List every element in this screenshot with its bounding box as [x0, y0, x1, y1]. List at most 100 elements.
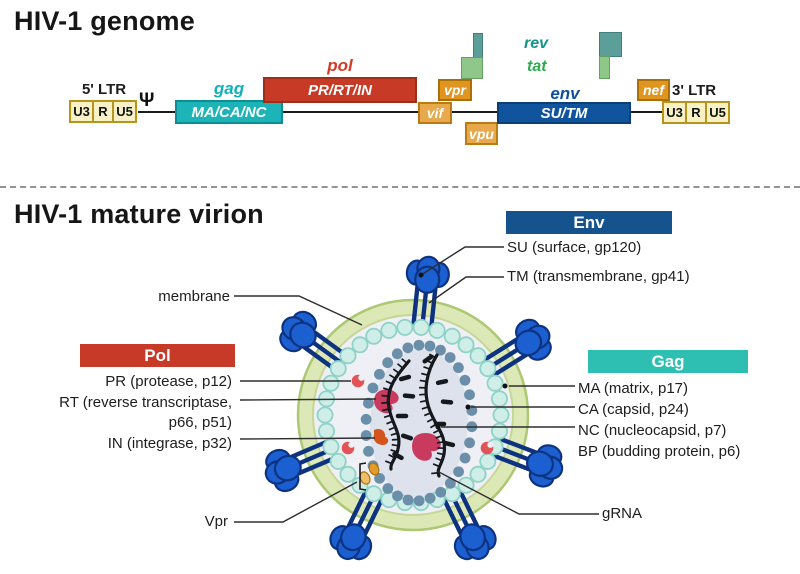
ma-bead	[491, 422, 509, 440]
grna-tick	[381, 394, 389, 398]
grna-tick	[432, 463, 440, 468]
ma-bead	[479, 452, 497, 470]
env-badge: Env	[506, 211, 672, 234]
pr-protease-label: PR (protease, p12)	[105, 373, 232, 390]
ma-bead	[469, 465, 487, 483]
ca-bead	[453, 362, 464, 374]
leader-dot	[465, 404, 471, 410]
ca-bead	[402, 494, 414, 506]
ca-bead	[391, 348, 403, 360]
su-leader	[420, 246, 504, 276]
spike-head-lobe	[289, 321, 317, 349]
in-integrase-label: IN (integrase, p32)	[107, 434, 232, 452]
ca-bead	[392, 490, 403, 502]
grna-label: gRNA	[602, 505, 643, 522]
spike-stem	[411, 284, 420, 329]
grna-tick	[423, 365, 431, 370]
grna-tick	[390, 432, 398, 436]
vpu-gene-box: vpu	[465, 122, 498, 145]
grna-tick	[391, 443, 399, 447]
ma-matrix-label: MA (matrix, p17)	[578, 380, 689, 397]
spike-stem	[496, 435, 538, 455]
ca-bead	[360, 413, 372, 425]
ca-bead	[459, 452, 471, 464]
ca-bead	[424, 340, 436, 352]
ma-bead	[329, 360, 347, 378]
grna-leader	[436, 470, 599, 515]
spike-stem	[296, 455, 338, 476]
ma-bead	[329, 452, 347, 470]
vpr-gene-box: vpr	[438, 79, 472, 101]
ma-bead	[365, 327, 383, 345]
three-ltr-u3-box: U3	[662, 101, 687, 124]
nc-dash	[435, 378, 449, 386]
tm-leader	[428, 276, 504, 304]
grna-tick	[431, 471, 439, 475]
membrane-leader	[234, 295, 363, 326]
grna-tick	[386, 420, 394, 425]
grna-tick	[419, 399, 428, 403]
grna-tick	[382, 387, 391, 391]
spike-head-lobe	[514, 329, 543, 357]
ca-bead	[374, 368, 385, 380]
nc-dash	[400, 433, 414, 441]
spike-stem	[428, 286, 438, 331]
ma-bead	[365, 485, 383, 503]
nc-dash	[392, 451, 404, 461]
env-gene-box: SU/TM	[497, 102, 631, 124]
su-surface-label: SU (surface, gp120)	[507, 239, 642, 256]
section-divider	[0, 186, 800, 188]
rt-leader	[239, 398, 377, 401]
spike-stem	[441, 495, 464, 537]
ma-bead	[322, 374, 340, 392]
ca-bead	[435, 344, 446, 356]
bp-budding-label: BP (budding protein, p6)	[578, 443, 741, 460]
spike-head-lobe	[459, 523, 486, 552]
grna-tick	[432, 429, 440, 434]
spike-stem	[457, 487, 480, 529]
vpr-leader	[234, 481, 358, 523]
spike-head-lobe	[340, 523, 367, 552]
three-ltr-label: 3' LTR	[672, 82, 717, 99]
ca-bead	[464, 389, 475, 401]
ma-bead	[317, 422, 335, 440]
nc-dash	[442, 440, 456, 448]
spike-stem	[346, 487, 369, 529]
env-spike-2	[489, 435, 564, 488]
ma-bead	[469, 347, 487, 365]
ca-bead	[444, 477, 456, 489]
grna-tick	[435, 457, 443, 462]
ca-bead	[402, 342, 414, 354]
ca-capsid-label: CA (capsid, p24)	[578, 401, 689, 418]
ca-bead	[444, 352, 456, 363]
psi-packaging-signal: Ψ	[139, 90, 155, 111]
grna-tick	[419, 393, 427, 396]
ca-bead	[424, 492, 436, 504]
spike-stem	[289, 438, 331, 459]
ma-bead	[443, 485, 461, 503]
spike-stem	[490, 352, 529, 379]
vif-gene-box: vif	[418, 102, 452, 124]
grna-tick	[421, 372, 429, 377]
grna-tick	[385, 380, 393, 385]
leader-dot	[502, 383, 508, 389]
grna-tick	[383, 414, 392, 419]
ca-bead	[413, 495, 425, 507]
spike-stem	[480, 337, 519, 363]
nc-dash	[402, 393, 416, 399]
leader-dot	[418, 272, 424, 278]
ma-bead	[491, 390, 509, 408]
gag-protein-list: MA (matrix, p17) CA (capsid, p24) NC (nu…	[578, 378, 740, 462]
grna-tick	[423, 412, 432, 417]
nc-dash	[398, 374, 412, 382]
ma-bead	[492, 406, 510, 424]
grna-tick	[382, 408, 390, 412]
tat-gene-label: tat	[527, 58, 547, 75]
ma-bead	[396, 318, 414, 336]
ma-bead	[457, 336, 475, 354]
rev-gene-label: rev	[524, 35, 549, 52]
grna-strand	[386, 359, 411, 471]
ma-bead	[457, 476, 475, 494]
vpr-protein	[368, 462, 380, 476]
